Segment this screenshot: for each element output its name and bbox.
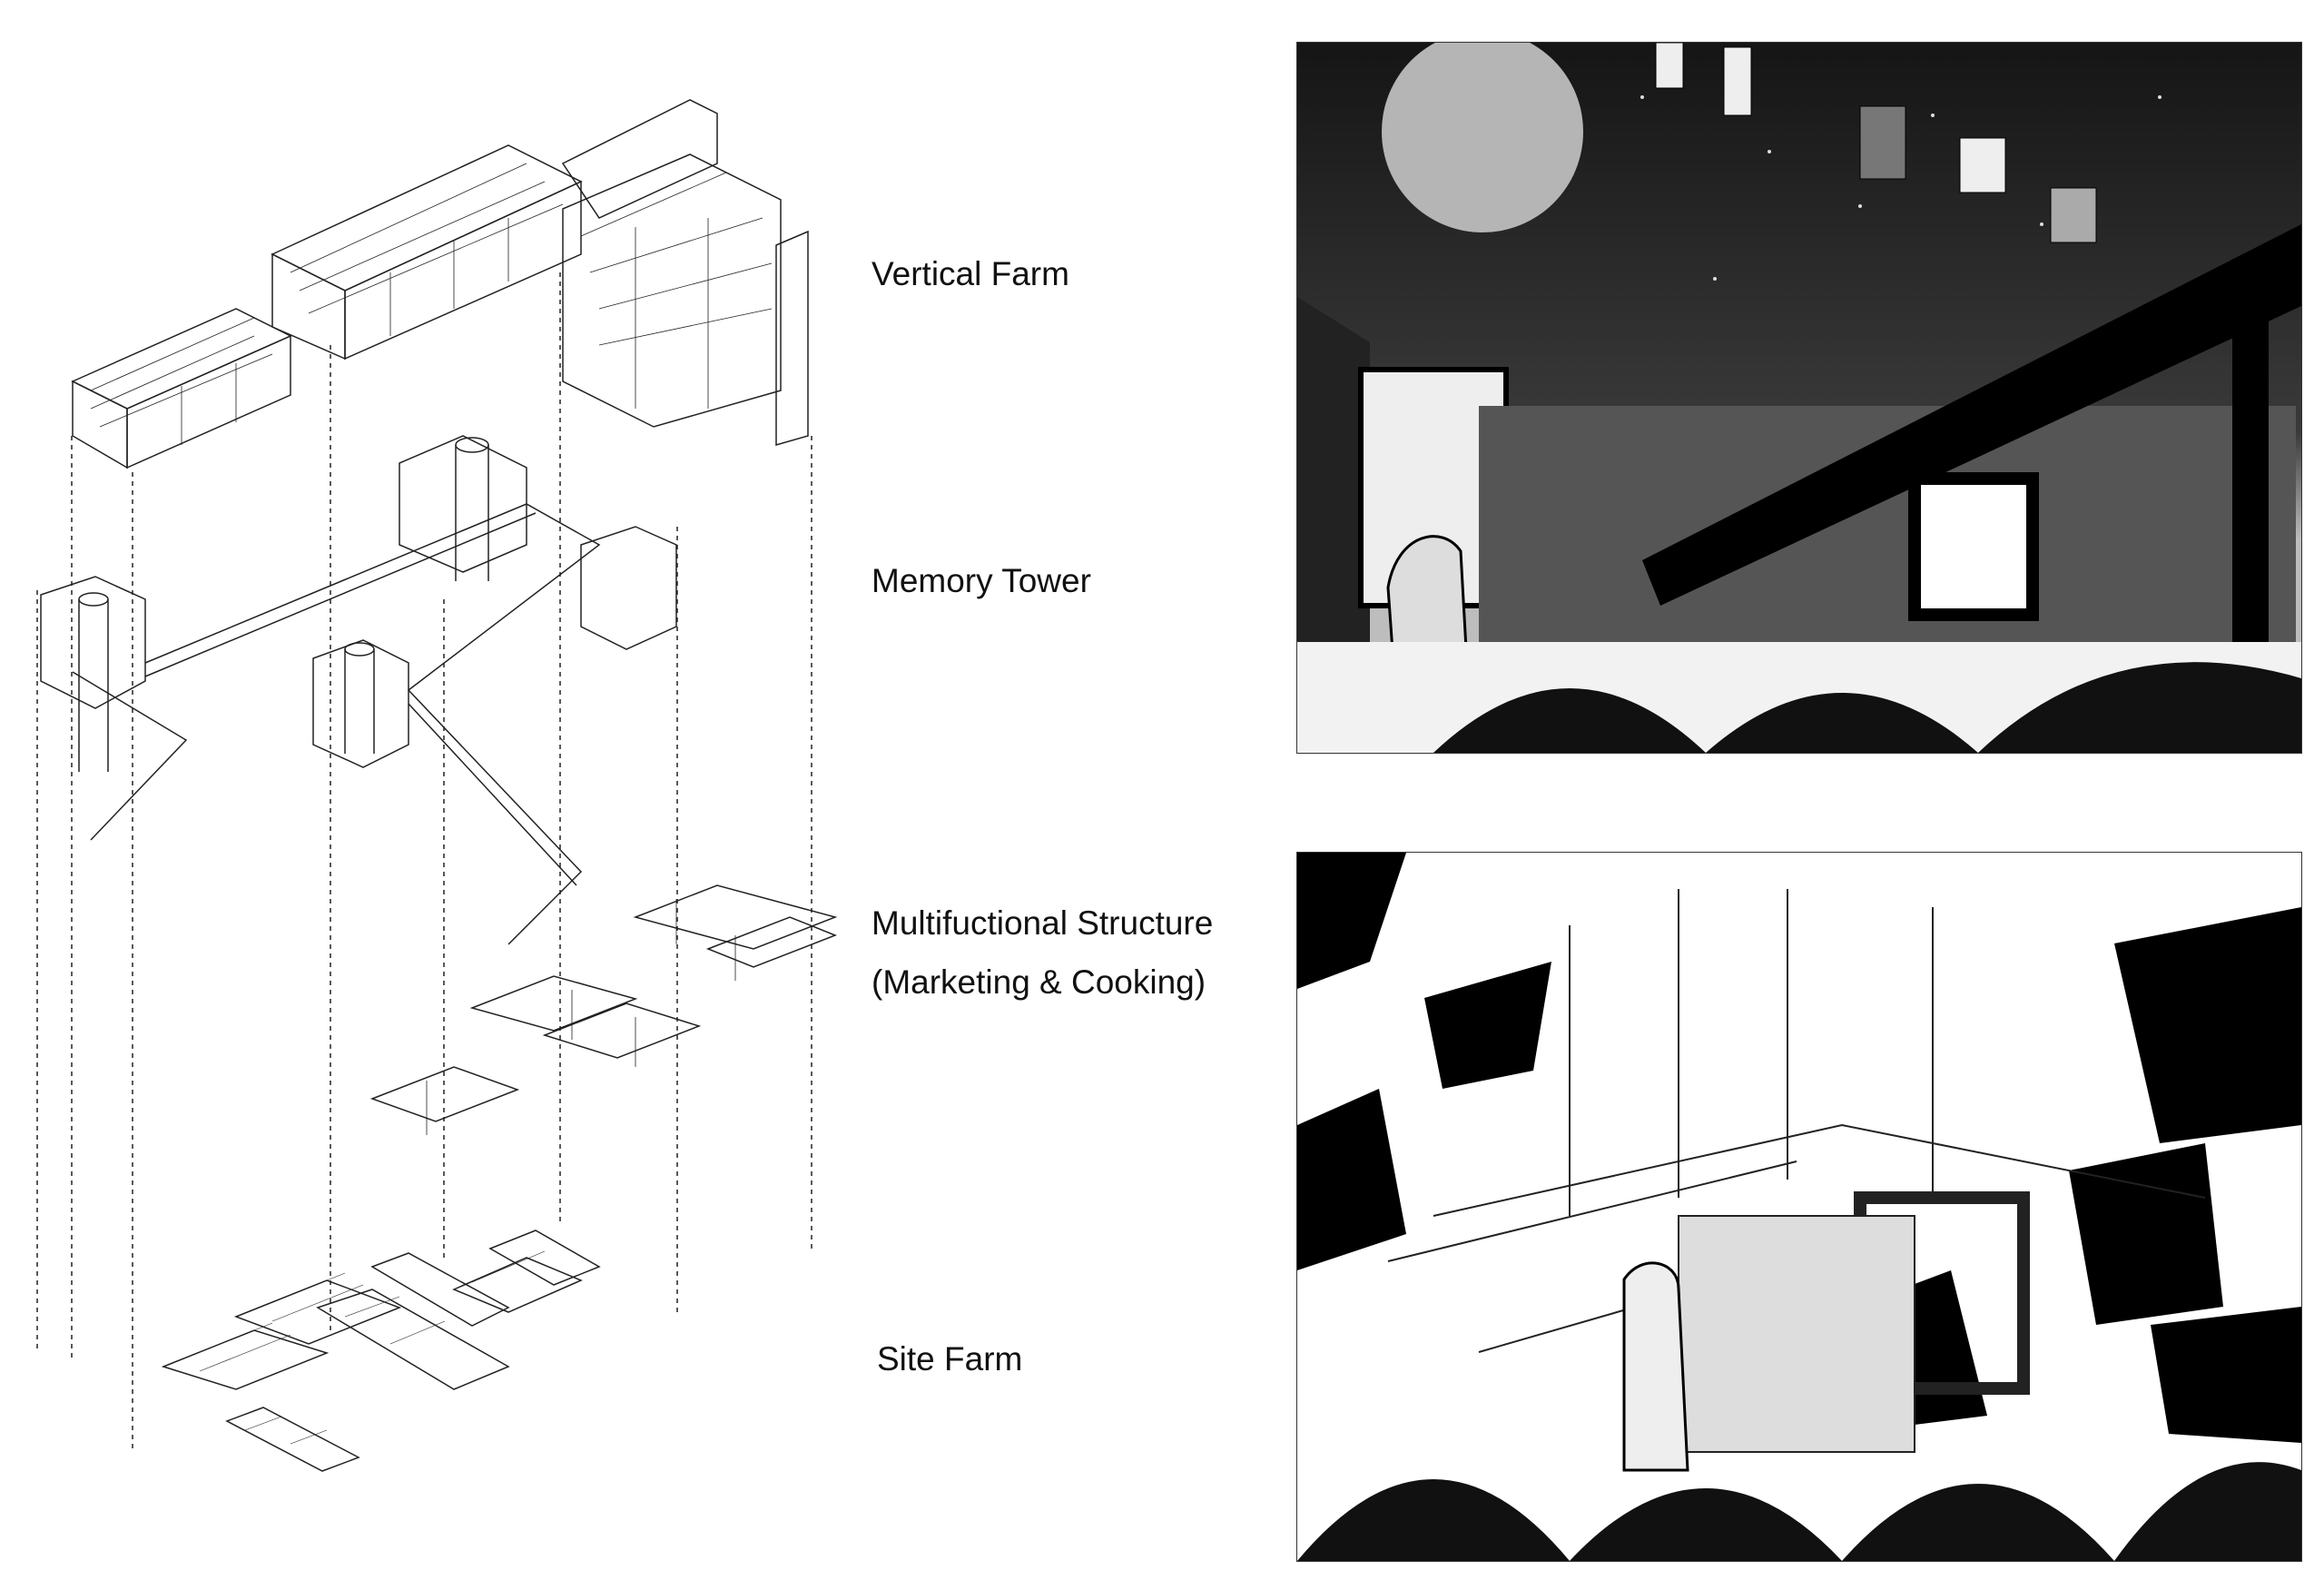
person <box>1622 1261 1689 1472</box>
aerial-scene-illustration <box>1296 852 2302 1562</box>
night-scene-illustration <box>1296 42 2302 754</box>
flags <box>1655 43 2097 243</box>
memory-tower-model <box>40 435 677 945</box>
bridge-beam <box>1642 224 2301 606</box>
exploded-axonometric-diagram <box>36 99 838 1472</box>
site-farm-model <box>161 1230 601 1472</box>
label-site-farm: Site Farm <box>877 1340 1023 1378</box>
label-multifunctional-structure: Multifuctional Structure <box>872 904 1214 942</box>
projection-lines <box>36 272 812 1448</box>
label-memory-tower: Memory Tower <box>872 562 1091 599</box>
label-vertical-farm: Vertical Farm <box>872 255 1069 292</box>
multifunctional-structure-model <box>369 884 838 1135</box>
label-marketing-cooking: (Marketing & Cooking) <box>872 963 1206 1001</box>
moon <box>1382 43 1583 232</box>
vertical-farm-model <box>71 99 809 469</box>
